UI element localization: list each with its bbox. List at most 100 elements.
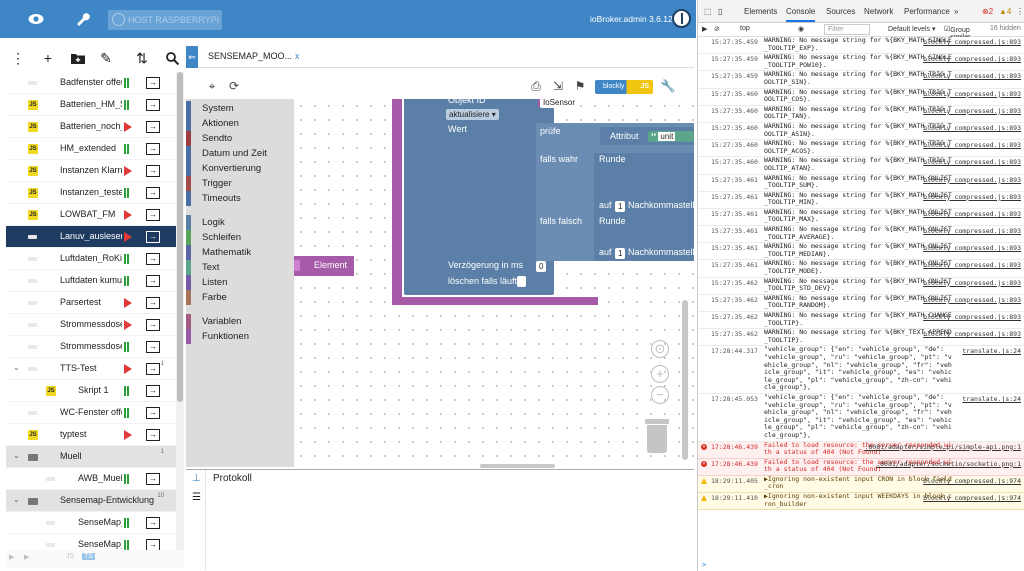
- block-outer-footer[interactable]: [392, 297, 598, 305]
- export-script-icon[interactable]: →: [146, 143, 160, 155]
- flag-icon[interactable]: ⚑: [574, 79, 586, 93]
- message-source-link[interactable]: blockly_compressed.js:893: [923, 192, 1021, 201]
- blockly-workspace[interactable]: Objekt ID aktualisiere ▾ Wert Verzögerun…: [294, 99, 694, 467]
- devtools-tab-sources[interactable]: Sources: [826, 7, 856, 16]
- message-source-link[interactable]: blockly_compressed.js:893: [923, 158, 1021, 167]
- workspace-vertical-scrollbar[interactable]: [682, 300, 688, 460]
- start-script-icon[interactable]: [124, 298, 132, 308]
- pause-script-icon[interactable]: [124, 540, 129, 550]
- block-element[interactable]: Element: [294, 256, 354, 276]
- blockly-js-toggle[interactable]: blockly JS: [595, 80, 653, 94]
- message-source-link[interactable]: blockly_compressed.js:893: [923, 175, 1021, 184]
- message-source-link[interactable]: :8081/adapter/socketio/socketio.png:1: [876, 459, 1021, 468]
- toolbox-category[interactable]: Konvertierung: [186, 161, 294, 176]
- message-source-link[interactable]: blockly_compressed.js:893: [923, 313, 1021, 321]
- zoom-in-icon[interactable]: +: [651, 365, 669, 383]
- pause-script-icon[interactable]: [124, 474, 129, 484]
- export-script-icon[interactable]: →: [146, 517, 160, 529]
- device-toggle-icon[interactable]: ▯: [718, 7, 723, 16]
- start-script-icon[interactable]: [124, 364, 132, 374]
- inspect-icon[interactable]: ⬚: [704, 7, 712, 16]
- block-round-false[interactable]: Runde auf 1 Nachkommastellen: [594, 215, 694, 261]
- start-script-icon[interactable]: [124, 210, 132, 220]
- trash-icon[interactable]: [645, 419, 669, 453]
- footer-run-icon[interactable]: ▶: [9, 554, 15, 561]
- script-row[interactable]: AWB_Muell a→: [6, 468, 176, 490]
- toolbox-category[interactable]: Sendto: [186, 131, 294, 146]
- start-script-icon[interactable]: [124, 232, 132, 242]
- export-script-icon[interactable]: →: [146, 363, 160, 375]
- console-prompt[interactable]: >: [702, 561, 707, 569]
- devtools-tab-network[interactable]: Network: [864, 7, 894, 16]
- toolbox-category[interactable]: Mathematik: [186, 245, 294, 260]
- block-attribut[interactable]: Attribut ❛❛ unit: [600, 127, 694, 145]
- export-script-icon[interactable]: →: [146, 539, 160, 550]
- message-source-link[interactable]: blockly_compressed.js:893: [923, 278, 1021, 287]
- start-script-icon[interactable]: [124, 166, 132, 176]
- pause-script-icon[interactable]: [124, 276, 129, 286]
- host-selector[interactable]: HOST RASPBERRYPI: [108, 10, 222, 30]
- refresh-icon[interactable]: ⟳: [228, 79, 240, 93]
- message-source-link[interactable]: blockly_compressed.js:893: [923, 55, 1021, 64]
- toolbox-category[interactable]: Variablen: [186, 314, 294, 329]
- message-source-link[interactable]: blockly_compressed.js:893: [923, 89, 1021, 98]
- block-outer-frame[interactable]: [392, 99, 402, 303]
- log-view-icon[interactable]: ☰: [192, 492, 201, 503]
- message-source-link[interactable]: blockly_compressed.js:893: [923, 244, 1021, 253]
- script-row[interactable]: WC-Fenster offen→: [6, 402, 176, 424]
- script-row[interactable]: Strommessdose→: [6, 314, 176, 336]
- pause-script-icon[interactable]: [124, 518, 129, 528]
- expand-chevron-icon[interactable]: ⌄: [13, 363, 20, 372]
- export-script-icon[interactable]: →: [146, 319, 160, 331]
- eye-icon[interactable]: [26, 9, 46, 29]
- block-round-true[interactable]: Runde auf 1 Nachkommastellen: [594, 153, 694, 215]
- message-source-link[interactable]: blockly_compressed.js:893: [923, 330, 1021, 339]
- devtools-tab-console[interactable]: Console: [786, 7, 816, 22]
- message-source-link[interactable]: blockly_compressed.js:893: [923, 38, 1021, 46]
- console-context-select[interactable]: top: [740, 25, 750, 32]
- message-source-link[interactable]: blockly_compressed.js:893: [923, 123, 1021, 132]
- block-object-id-frame[interactable]: IoSensor: [538, 99, 579, 108]
- message-source-link[interactable]: blockly_compressed.js:893: [923, 72, 1021, 81]
- console-message[interactable]: 18:29:11.405▶Ignoring non-existent input…: [698, 475, 1024, 494]
- pause-script-icon[interactable]: [124, 100, 129, 110]
- pause-script-icon[interactable]: [124, 386, 129, 396]
- iobroker-logo-icon[interactable]: [672, 9, 691, 28]
- pause-script-icon[interactable]: [124, 188, 129, 198]
- message-source-link[interactable]: blockly_compressed.js:974: [923, 476, 1021, 485]
- script-row[interactable]: Luftdaten_RoKi→: [6, 248, 176, 270]
- toolbox-category[interactable]: Timeouts: [186, 191, 294, 206]
- block-verzoegerung-input[interactable]: 0: [536, 261, 547, 272]
- message-source-link[interactable]: blockly_compressed.js:893: [923, 141, 1021, 150]
- wrench-icon[interactable]: [72, 9, 92, 29]
- devtools-tab-more[interactable]: »: [954, 7, 959, 16]
- collapse-left-icon[interactable]: ⇐: [186, 46, 198, 68]
- sort-icon[interactable]: ⇅: [136, 49, 148, 66]
- script-row[interactable]: SenseMap_K→: [6, 534, 176, 550]
- script-row[interactable]: Strommessdose→: [6, 336, 176, 358]
- export-script-icon[interactable]: →: [146, 165, 160, 177]
- toolbox-category[interactable]: Funktionen: [186, 329, 294, 344]
- export-script-icon[interactable]: →: [146, 385, 160, 397]
- export-script-icon[interactable]: →: [146, 429, 160, 441]
- settings-wrench-icon[interactable]: 🔧: [660, 79, 676, 93]
- tab-sensemap[interactable]: SENSEMAP_MOO...x: [208, 51, 300, 61]
- message-source-link[interactable]: blockly_compressed.js:974: [923, 494, 1021, 503]
- expand-chevron-icon[interactable]: ⌄: [13, 495, 20, 504]
